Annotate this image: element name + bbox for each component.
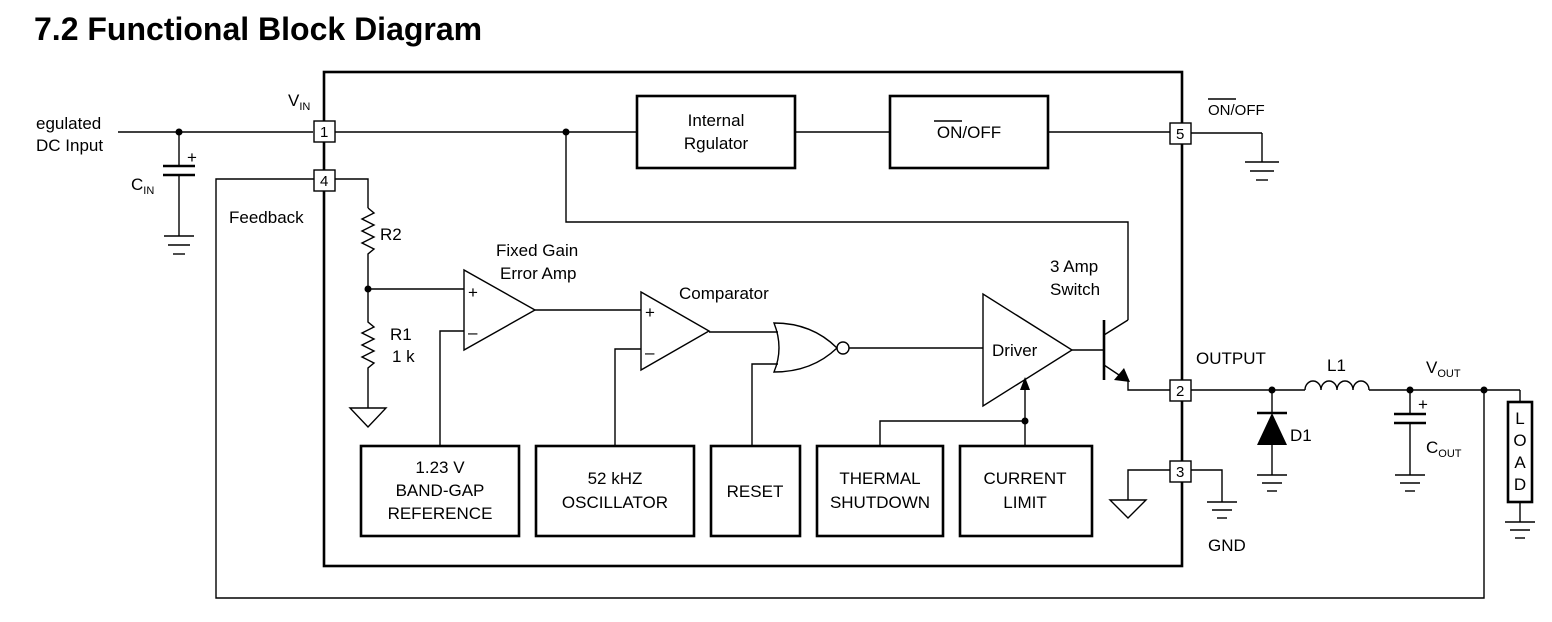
thermal-shutdown-block [815, 444, 945, 538]
onoff-block-label: ON/OFF [937, 123, 1001, 142]
onoff-block [888, 94, 1050, 170]
internal-regulator-block [635, 94, 797, 170]
thermal-label-line1: THERMAL [839, 469, 920, 488]
d1-diode-symbol [1257, 390, 1287, 492]
d1-label: D1 [1290, 426, 1312, 445]
nor-gate-bubble [836, 341, 850, 355]
load-ground-symbol [1505, 502, 1535, 539]
oscillator-label-line1: 52 kHZ [588, 469, 643, 488]
cin-ground-symbol [164, 235, 194, 255]
bandgap-label-line2: BAND-GAP [396, 481, 485, 500]
gnd-ground-symbol [1207, 501, 1237, 519]
load-letter-a: A [1514, 453, 1526, 472]
l1-label: L1 [1327, 356, 1346, 375]
comparator-symbol [640, 290, 711, 372]
bandgap-label-line3: REFERENCE [388, 504, 493, 523]
cout-label: COUT [1426, 438, 1462, 460]
error-amp-label-line1: Fixed Gain [496, 241, 578, 260]
driver-symbol [982, 292, 1074, 408]
input-label-line2: DC Input [36, 136, 103, 155]
error-amp-symbol [463, 268, 537, 352]
comparator-label: Comparator [679, 284, 769, 303]
switch-label-line2: Switch [1050, 280, 1100, 299]
reset-block [709, 444, 802, 538]
internal-regulator-label-line1: Internal [688, 111, 745, 130]
internal-ground-symbol [1108, 499, 1148, 519]
r2-resistor [360, 207, 376, 289]
diagram-title: 7.2 Functional Block Diagram [34, 11, 482, 47]
thermal-label-line2: SHUTDOWN [830, 493, 930, 512]
oscillator-label-line2: OSCILLATOR [562, 493, 668, 512]
svg-text:+: + [187, 148, 197, 167]
svg-text:+: + [1418, 395, 1428, 414]
pin-5-number: 5 [1176, 126, 1184, 143]
reset-label: RESET [727, 482, 784, 501]
gnd-label: GND [1208, 536, 1246, 555]
load-letter-d: D [1514, 475, 1526, 494]
cin-label: CIN [131, 175, 154, 197]
onoff-pin-label: ON/OFF [1208, 102, 1265, 119]
pin-3-number: 3 [1176, 464, 1184, 481]
input-label-line1: egulated [36, 114, 101, 133]
onoff-ground-symbol [1245, 161, 1279, 181]
error-amp-minus: – [468, 323, 478, 342]
bandgap-reference-block [359, 444, 521, 538]
pin-2-number: 2 [1176, 383, 1184, 400]
r1-resistor [360, 289, 376, 408]
load-letter-o: O [1513, 431, 1526, 450]
current-limit-label-line1: CURRENT [983, 469, 1066, 488]
internal-regulator-label-line2: Rgulator [684, 134, 749, 153]
cout-capacitor-symbol: + [1394, 390, 1428, 492]
switch-transistor-symbol [565, 132, 1170, 391]
pin-3-box [1169, 460, 1192, 483]
r1-ground-symbol [348, 407, 388, 429]
r1-label: R1 [390, 325, 412, 344]
load-letter-l: L [1515, 409, 1524, 428]
output-label: OUTPUT [1196, 349, 1266, 368]
l1-inductor-symbol [1304, 380, 1370, 391]
pin-1-number: 1 [320, 124, 328, 141]
error-amp-label-line2: Error Amp [500, 264, 577, 283]
r2-label: R2 [380, 225, 402, 244]
error-amp-plus: + [468, 283, 478, 302]
feedback-label: Feedback [229, 208, 304, 227]
cin-capacitor-symbol: + [163, 132, 197, 236]
switch-label-line1: 3 Amp [1050, 257, 1098, 276]
driver-label: Driver [992, 341, 1038, 360]
bandgap-label-line1: 1.23 V [415, 458, 465, 477]
feedback-wire [215, 178, 1485, 599]
pin-4-box [313, 169, 336, 192]
comparator-plus: + [645, 303, 655, 322]
oscillator-block [534, 444, 696, 538]
vin-label: VIN [288, 91, 310, 113]
nor-gate-symbol [772, 322, 839, 373]
r1-value: 1 k [392, 347, 415, 366]
current-limit-block [958, 444, 1094, 538]
current-limit-label-line2: LIMIT [1003, 493, 1046, 512]
comparator-minus: – [645, 343, 655, 362]
vout-label: VOUT [1426, 358, 1461, 380]
pin-4-number: 4 [320, 173, 328, 190]
ic-package-outline [322, 70, 1184, 568]
